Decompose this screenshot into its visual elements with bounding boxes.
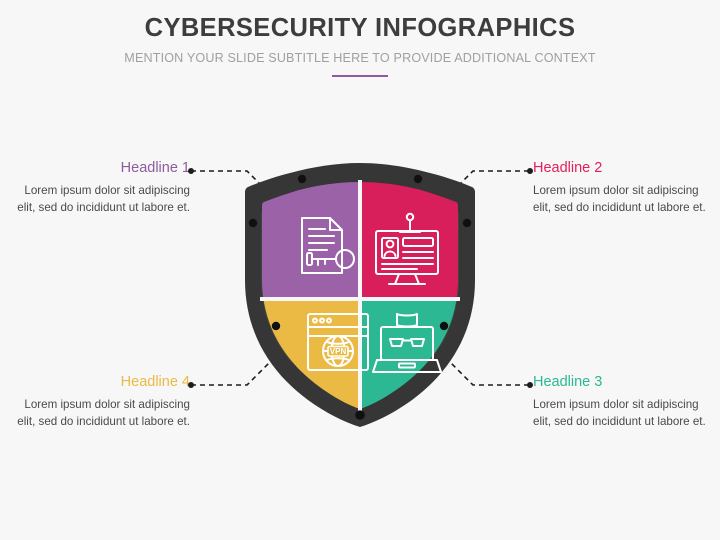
rivet-bottom-tip bbox=[355, 410, 365, 420]
callout-2-dot bbox=[527, 168, 533, 174]
callout-2: Headline 2 Lorem ipsum dolor sit adipisc… bbox=[533, 160, 720, 216]
rivet-mid-right bbox=[462, 218, 472, 228]
rivet-low-left bbox=[271, 321, 281, 331]
callout-1-headline: Headline 1 bbox=[120, 160, 190, 176]
slide-header: CYBERSECURITY INFOGRAPHICS MENTION YOUR … bbox=[0, 14, 720, 78]
rivet-mid-left bbox=[248, 218, 258, 228]
callout-3-dot bbox=[527, 382, 533, 388]
title-underline-rule bbox=[332, 74, 388, 78]
vpn-icon-label: VPN bbox=[330, 347, 347, 356]
encrypted-document-key-icon bbox=[301, 217, 355, 274]
quadrant-dividers bbox=[260, 180, 460, 411]
callout-4-headline: Headline 4 bbox=[120, 374, 190, 390]
callout-4-dot bbox=[188, 382, 194, 388]
callout-2-headline: Headline 2 bbox=[533, 160, 603, 176]
quadrant-top-right bbox=[362, 182, 458, 297]
callout-1-dot bbox=[188, 168, 194, 174]
browser-vpn-globe-icon: VPN bbox=[307, 313, 369, 371]
page-title: CYBERSECURITY INFOGRAPHICS bbox=[144, 14, 576, 42]
callout-1: Headline 1 Lorem ipsum dolor sit adipisc… bbox=[0, 160, 190, 216]
monitor-id-card-icon bbox=[375, 212, 439, 285]
callout-2-body: Lorem ipsum dolor sit adipiscing elit, s… bbox=[533, 183, 706, 214]
page-subtitle: MENTION YOUR SLIDE SUBTITLE HERE TO PROV… bbox=[124, 51, 596, 66]
callout-4: Headline 4 Lorem ipsum dolor sit adipisc… bbox=[0, 374, 190, 430]
shield-graphic: VPN bbox=[240, 160, 480, 430]
rivet-top-left bbox=[297, 174, 307, 184]
rivet-low-right bbox=[439, 321, 449, 331]
shield-rivets bbox=[248, 174, 472, 420]
callout-3-body: Lorem ipsum dolor sit adipiscing elit, s… bbox=[533, 397, 706, 428]
callout-3-headline: Headline 3 bbox=[533, 374, 603, 390]
callout-4-body: Lorem ipsum dolor sit adipiscing elit, s… bbox=[17, 397, 190, 428]
shield-svg: VPN bbox=[245, 163, 475, 427]
callout-1-body: Lorem ipsum dolor sit adipiscing elit, s… bbox=[17, 183, 190, 214]
laptop-hacker-icon bbox=[372, 313, 442, 373]
rivet-top-right bbox=[413, 174, 423, 184]
callout-3: Headline 3 Lorem ipsum dolor sit adipisc… bbox=[533, 374, 720, 430]
